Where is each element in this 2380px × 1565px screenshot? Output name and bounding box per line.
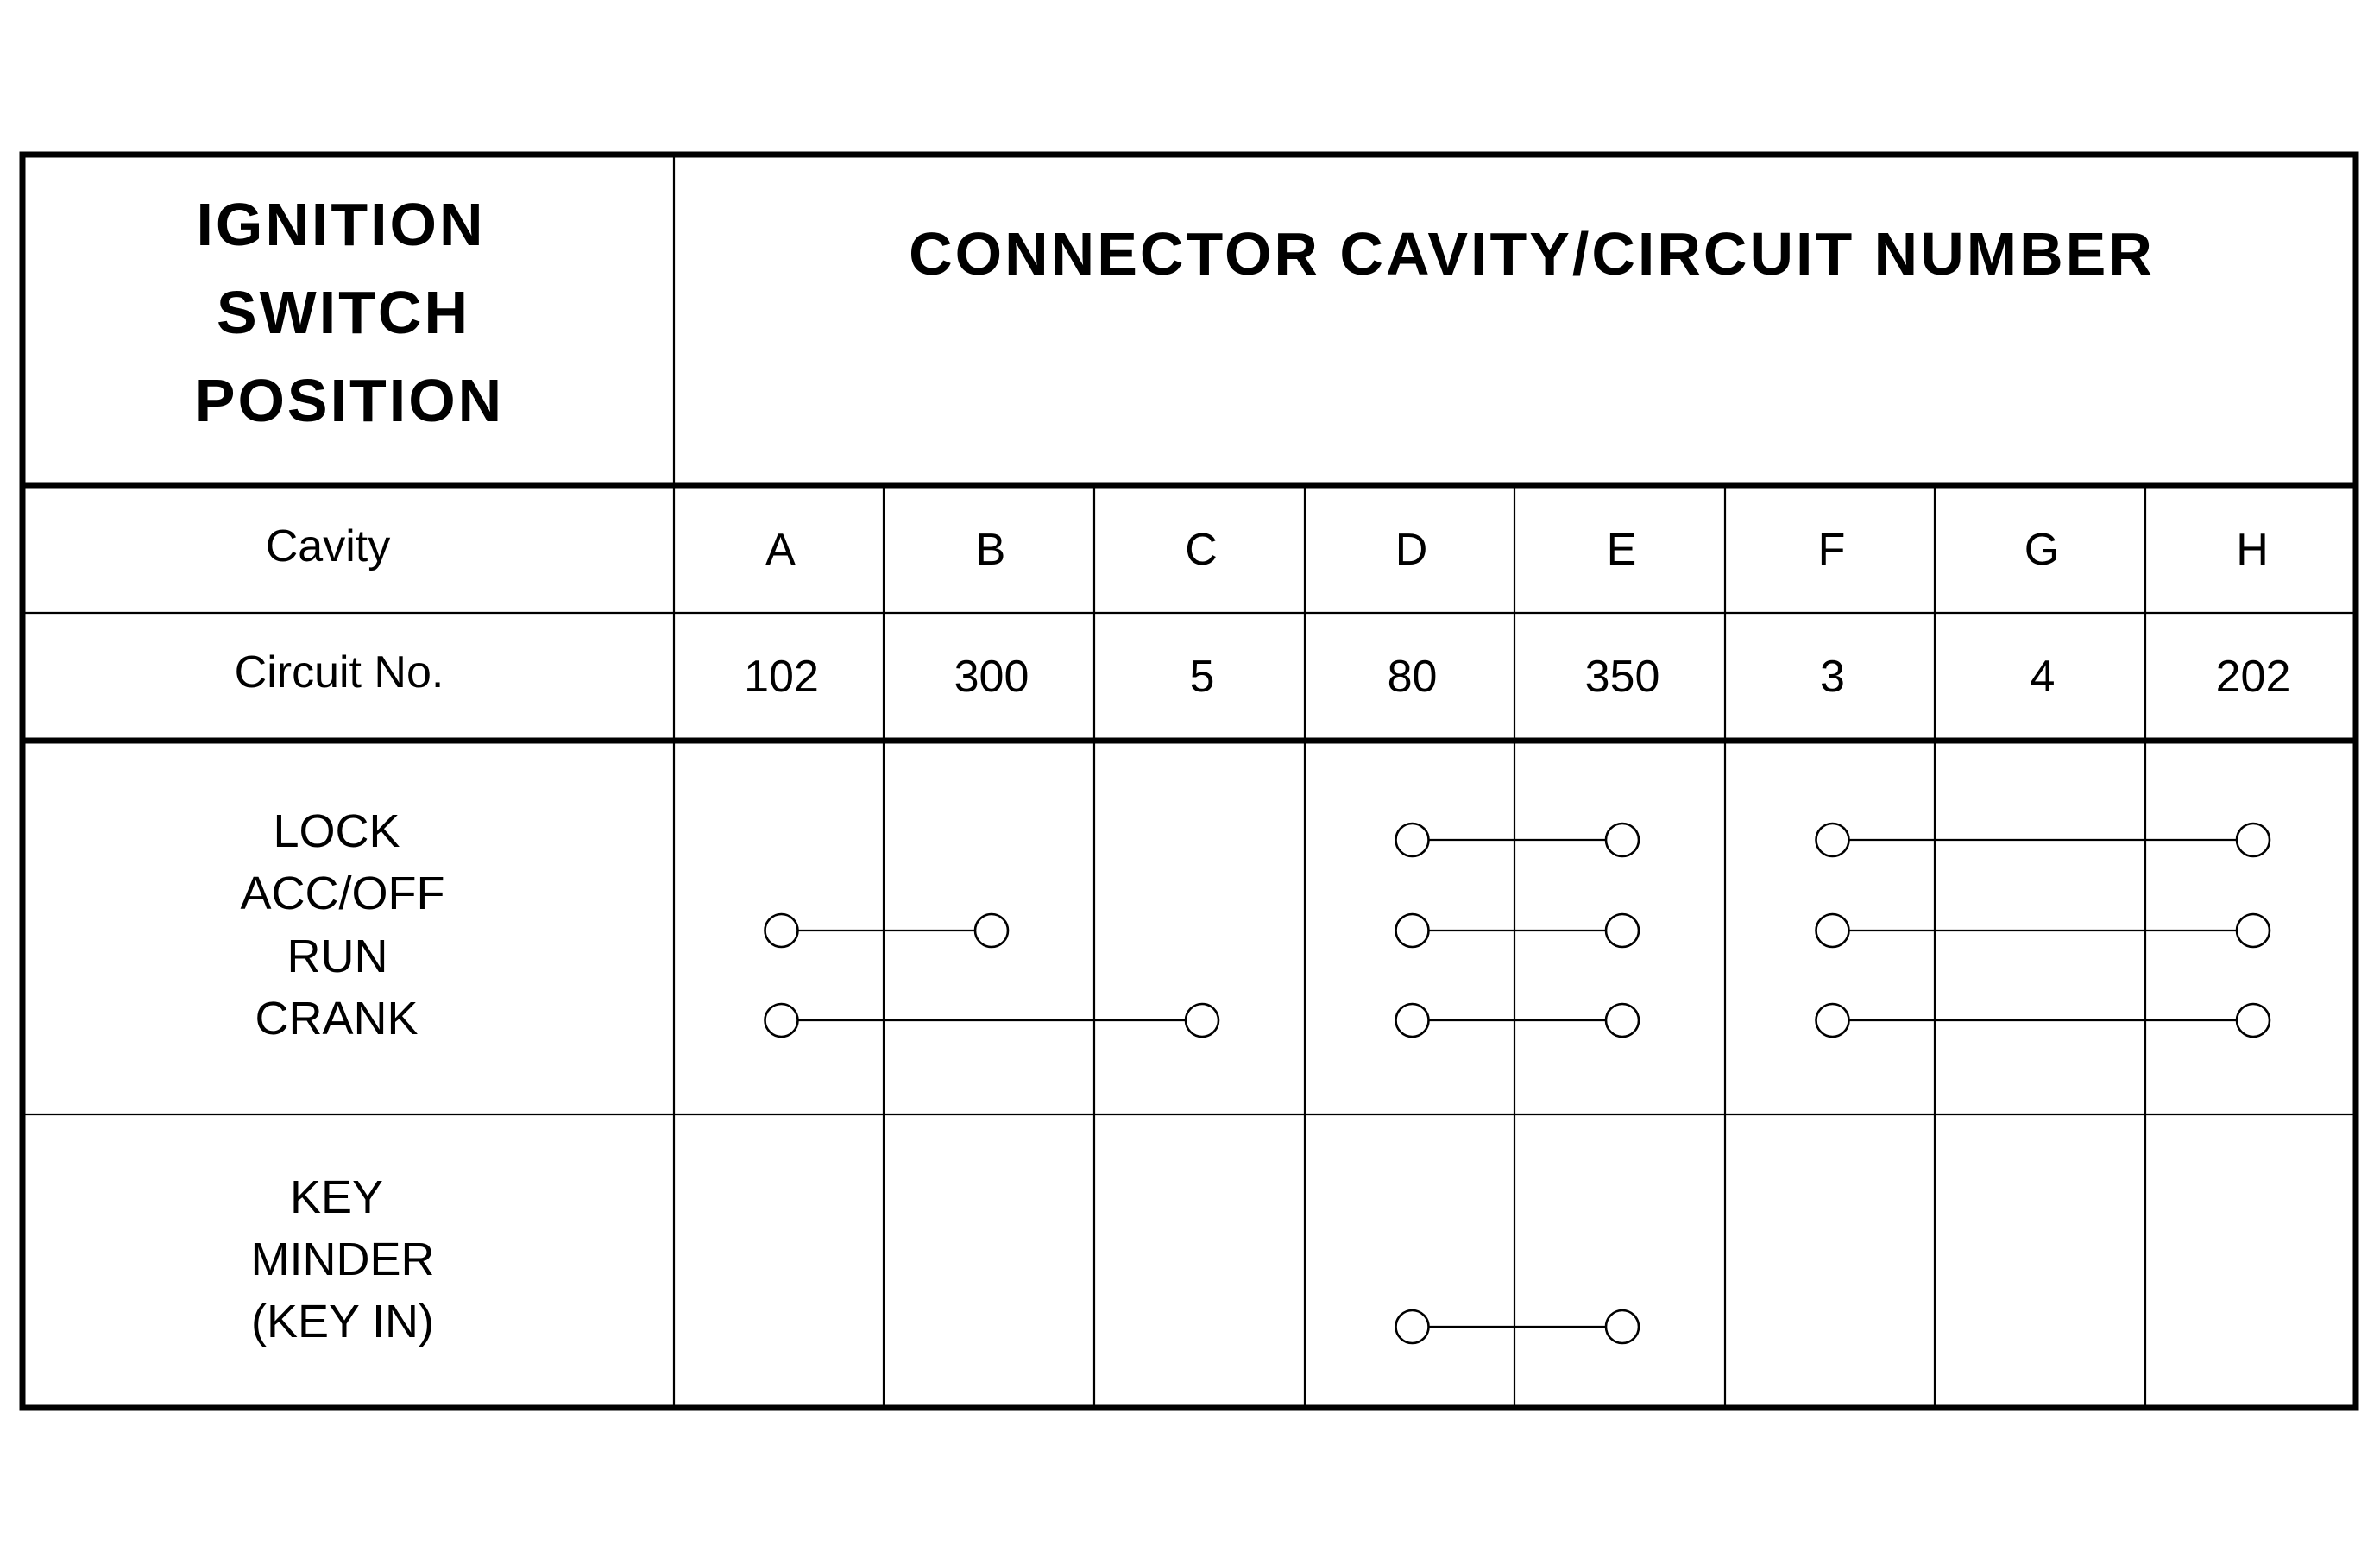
terminal-circle [1604, 1002, 1640, 1038]
terminal-circle [973, 912, 1010, 949]
key-minder-label-line-2: MINDER [251, 1234, 435, 1285]
cavity-cell: F [1818, 525, 1846, 575]
circuit-cell: 80 [1388, 652, 1438, 702]
terminal-circle [1184, 1002, 1220, 1038]
terminal-circle [1815, 912, 1850, 949]
terminal-circle [764, 1002, 799, 1038]
terminal-circle [2235, 912, 2271, 949]
cavity-cell: C [1185, 525, 1218, 575]
terminal-circle [1604, 1309, 1640, 1345]
terminal-circle [2235, 822, 2271, 858]
header: IGNITION SWITCH POSITION CONNECTOR CAVIT… [195, 191, 2155, 434]
position-label-run: RUN [287, 931, 388, 982]
cavity-cell: A [765, 525, 796, 575]
circuit-cell: 5 [1190, 652, 1215, 702]
cavity-cell: E [1607, 525, 1637, 575]
circuit-cell: 102 [744, 652, 819, 702]
key-minder-label-line-3: (KEY IN) [251, 1296, 434, 1347]
terminal-circle [1395, 912, 1430, 949]
position-heading-line-2: SWITCH [217, 279, 470, 346]
circuit-cell: 300 [954, 652, 1029, 702]
key-minder: KEY MINDER (KEY IN) [251, 1171, 1640, 1347]
terminal-circle [764, 912, 799, 949]
cavity-cell: B [976, 525, 1006, 575]
key-minder-label-line-1: KEY [290, 1171, 383, 1223]
switch-positions: LOCK ACC/OFF RUN CRANK [241, 805, 2271, 1044]
position-heading-line-3: POSITION [195, 367, 504, 434]
terminal-circle [1395, 822, 1430, 858]
circuit-cell: 3 [1820, 652, 1845, 702]
terminal-circle [1815, 1002, 1850, 1038]
outer-frame [19, 151, 2359, 1411]
position-label-acc-off: ACC/OFF [241, 868, 445, 919]
terminal-circle [1604, 822, 1640, 858]
cavity-row: Cavity A B C D E F G H [266, 521, 2269, 575]
cavity-row-label: Cavity [266, 521, 390, 571]
terminal-circle [1395, 1002, 1430, 1038]
cavity-cell: H [2236, 525, 2269, 575]
position-label-crank: CRANK [255, 993, 418, 1044]
position-heading-line-1: IGNITION [196, 191, 485, 258]
terminal-circle [1815, 822, 1850, 858]
circuit-row: Circuit No. 102 300 5 80 350 3 4 202 [235, 647, 2291, 702]
table-grid [19, 151, 2359, 1411]
column-dividers [882, 485, 2147, 1408]
connector-title: CONNECTOR CAVITY/CIRCUIT NUMBER [909, 220, 2155, 287]
cavity-cell: G [2024, 525, 2059, 575]
terminal-circle [1395, 1309, 1430, 1345]
cavity-cells: A B C D E F G H [765, 525, 2269, 575]
circuit-cells: 102 300 5 80 350 3 4 202 [744, 652, 2290, 702]
circuit-cell: 4 [2031, 652, 2056, 702]
switch-continuity-links [764, 822, 2271, 1038]
terminal-circle [1604, 912, 1640, 949]
circuit-cell: 350 [1585, 652, 1660, 702]
circuit-cell: 202 [2216, 652, 2291, 702]
terminal-circle [2235, 1002, 2271, 1038]
circuit-row-label: Circuit No. [235, 647, 444, 697]
key-minder-continuity-links [1395, 1309, 1640, 1345]
cavity-cell: D [1395, 525, 1428, 575]
position-label-lock: LOCK [273, 805, 400, 857]
